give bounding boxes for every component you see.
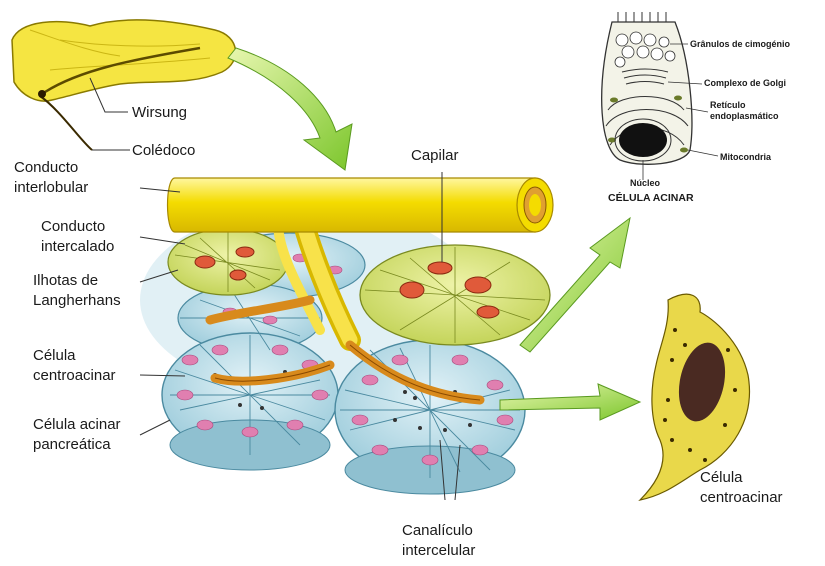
- label-canaliculo-2: intercelular: [402, 541, 475, 561]
- label-mitocondria: Mitocondria: [720, 152, 771, 163]
- label-ilhotas-2: Langherhans: [33, 291, 121, 311]
- label-conducto-interlobular-2: interlobular: [14, 178, 88, 198]
- label-reticulo-1: Retículo: [710, 100, 746, 111]
- label-conducto-intercalado-1: Conducto: [41, 217, 105, 237]
- label-granulos: Grânulos de cimogénio: [690, 39, 790, 50]
- label-celula-centroacinar-right-2: centroacinar: [700, 488, 783, 508]
- label-conducto-intercalado-2: intercalado: [41, 237, 114, 257]
- label-capilar: Capilar: [411, 146, 459, 166]
- pancreas-organ: [12, 20, 236, 150]
- label-celula-acinar-2: pancreática: [33, 435, 111, 455]
- label-nucleo: Núcleo: [630, 178, 660, 189]
- label-wirsung: Wirsung: [132, 103, 187, 123]
- inset-title: CÉLULA ACINAR: [608, 192, 694, 204]
- label-celula-acinar-1: Célula acinar: [33, 415, 121, 435]
- label-reticulo-2: endoplasmático: [710, 111, 779, 122]
- curved-arrow-pancreas: [228, 48, 352, 170]
- label-celula-centroacinar-1: Célula: [33, 346, 76, 366]
- interlobular-duct: [168, 178, 554, 232]
- label-canaliculo-1: Canalículo: [402, 521, 473, 541]
- label-coledoco: Colédoco: [132, 141, 195, 161]
- label-ilhotas-1: Ilhotas de: [33, 271, 98, 291]
- islet-left: [168, 229, 288, 295]
- acinar-cell-inset: [602, 12, 718, 180]
- label-conducto-interlobular-1: Conducto: [14, 158, 78, 178]
- label-celula-centroacinar-right-1: Célula: [700, 468, 743, 488]
- islet-right: [360, 245, 550, 345]
- label-celula-centroacinar-2: centroacinar: [33, 366, 116, 386]
- label-golgi: Complexo de Golgi: [704, 78, 786, 89]
